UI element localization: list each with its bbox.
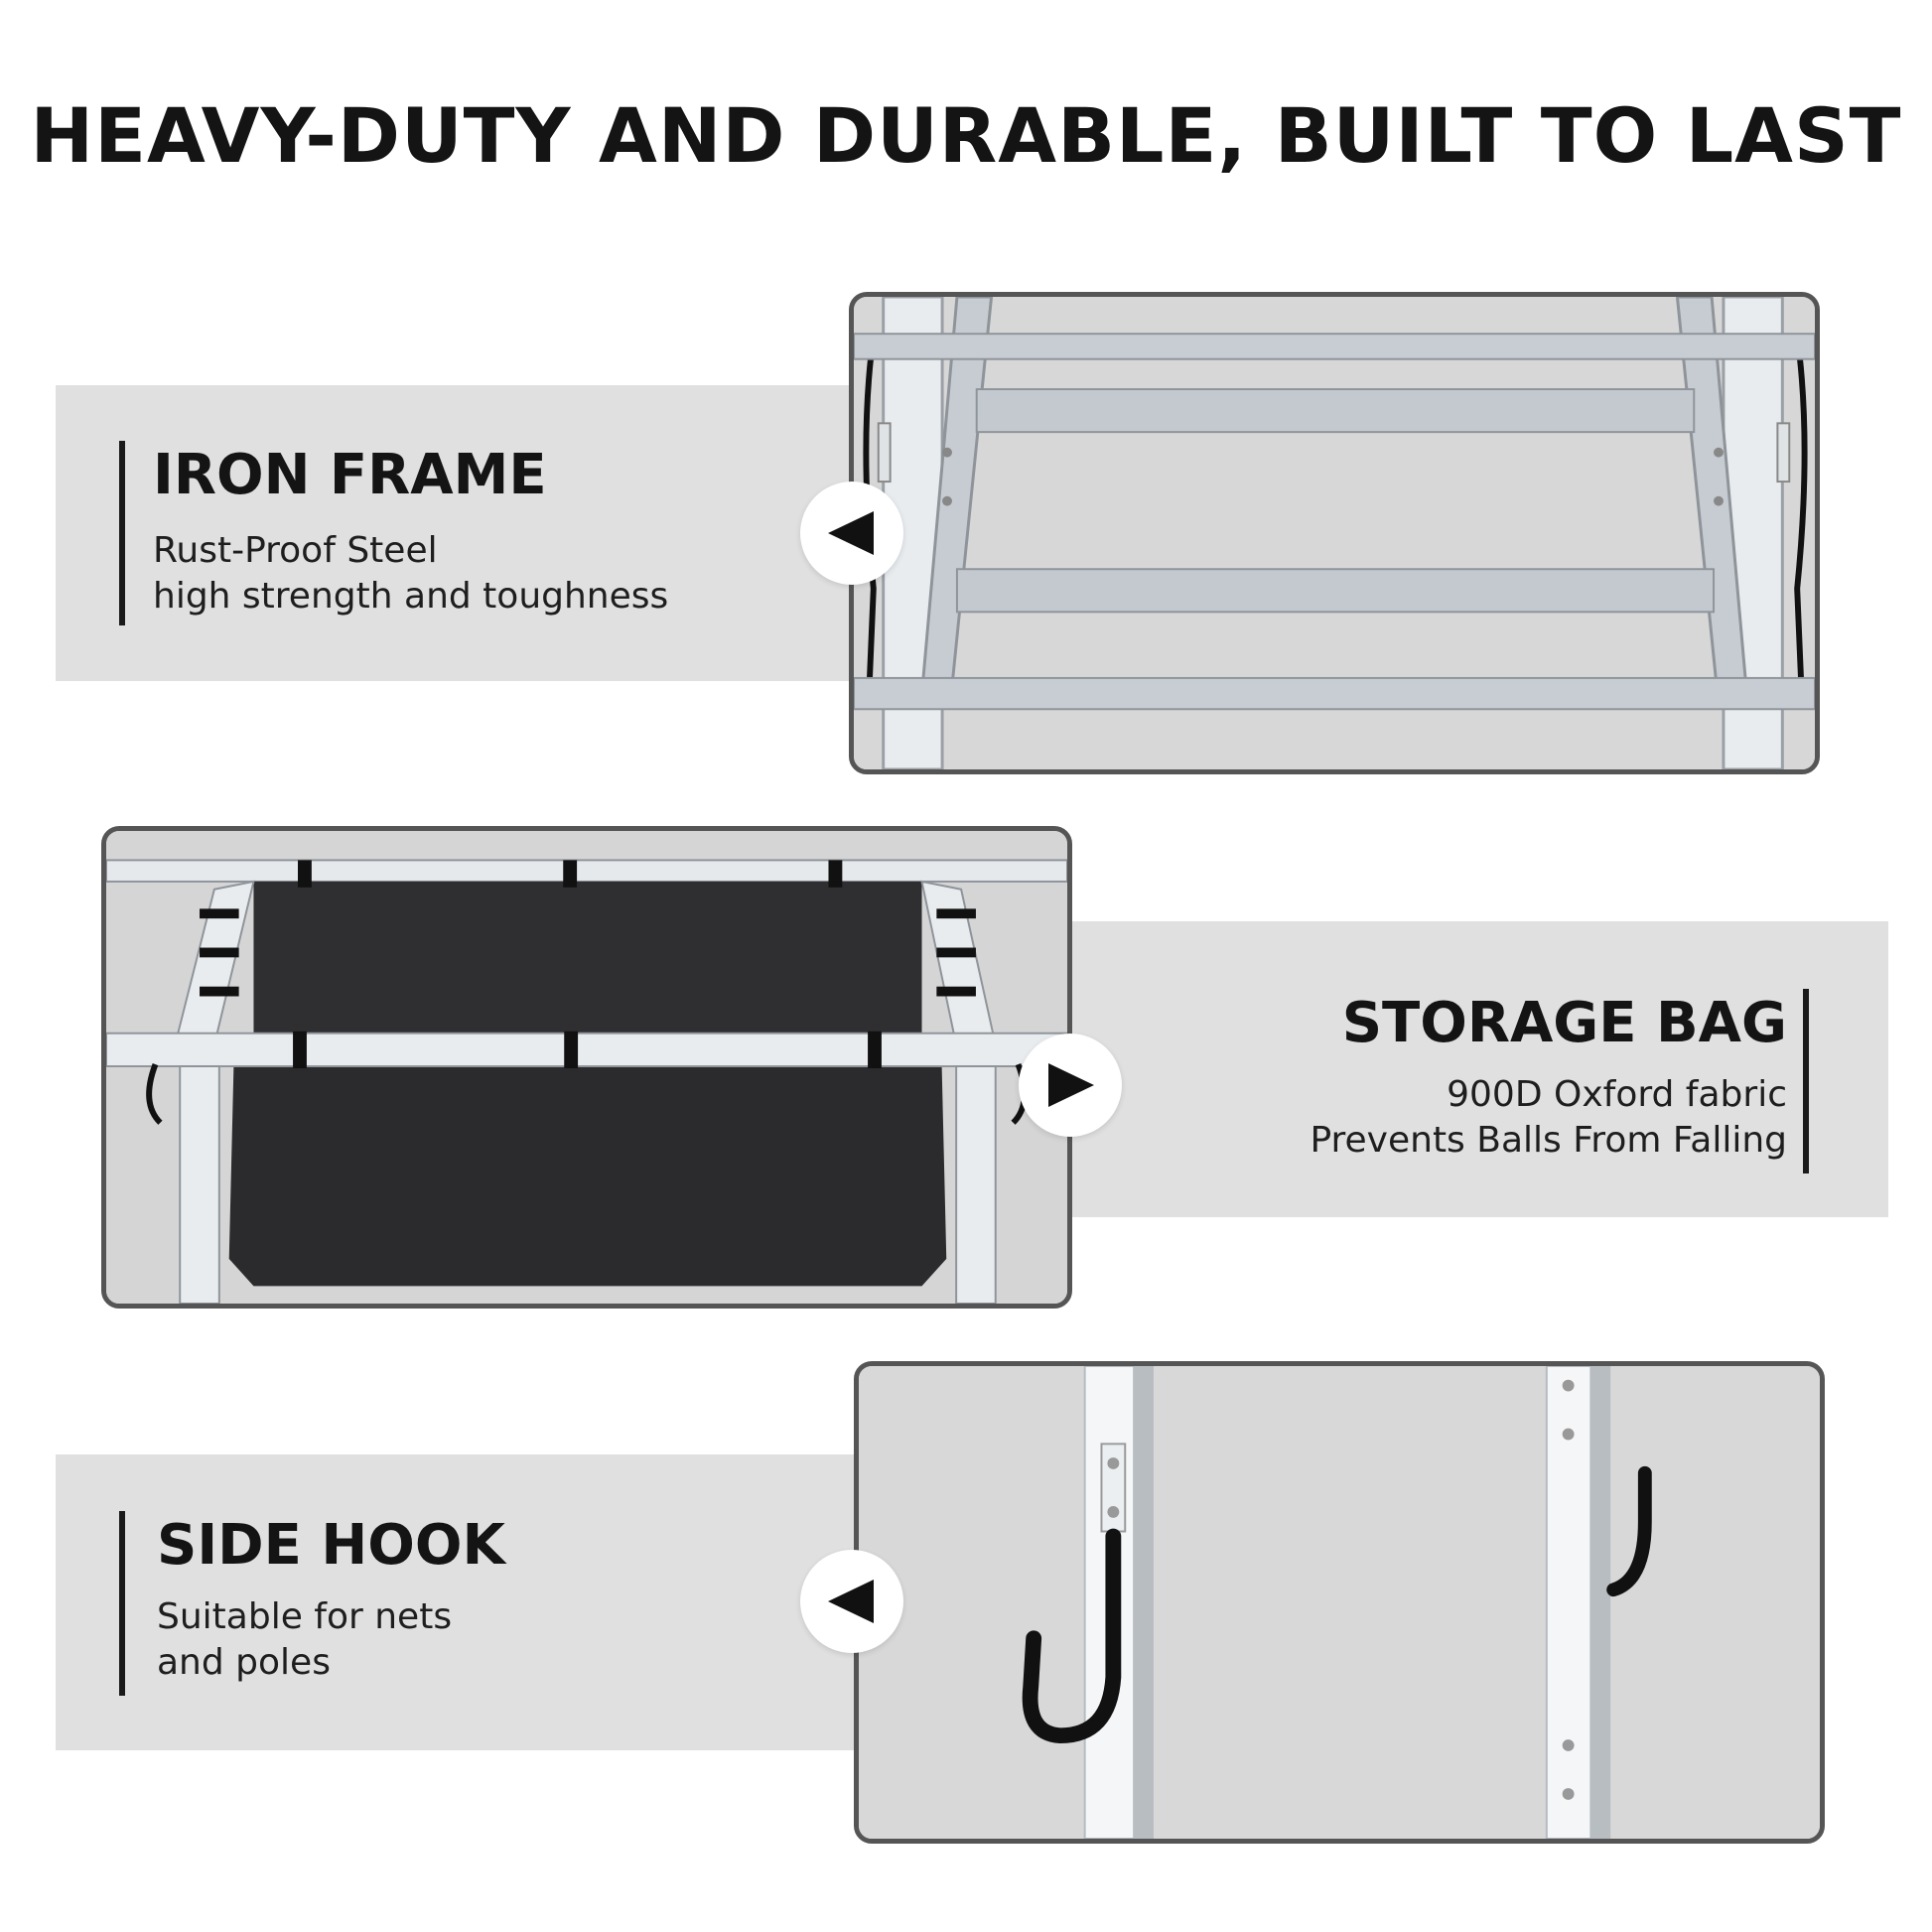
storage-bag-desc-1: 900D Oxford fabric [1447,1074,1787,1115]
side-hook-arrow [800,1550,903,1653]
iron-frame-accent-bar [119,441,125,625]
iron-frame-photo [849,292,1820,774]
storage-bag-accent-bar [1803,989,1809,1173]
side-hook-photo [854,1361,1825,1844]
storage-bag-band [1023,921,1888,1217]
left-arrow-icon [828,1580,874,1623]
storage-bag-title: STORAGE BAG [1341,991,1787,1055]
side-hook-accent-bar [119,1511,125,1696]
right-arrow-icon [1048,1063,1094,1107]
page-headline: HEAVY-DUTY AND DURABLE, BUILT TO LAST [30,91,1902,180]
side-hook-desc-2: and poles [157,1642,331,1683]
storage-bag-photo [101,826,1072,1309]
left-arrow-icon [828,511,874,555]
iron-frame-illustration [854,297,1815,769]
side-hook-text: SIDE HOOK Suitable for nets and poles [119,1511,505,1696]
iron-frame-text: IRON FRAME Rust-Proof Steel high strengt… [119,441,668,625]
storage-bag-desc-2: Prevents Balls From Falling [1310,1120,1787,1161]
side-hook-desc-1: Suitable for nets [157,1596,453,1637]
storage-bag-illustration [106,831,1067,1304]
storage-bag-text: STORAGE BAG 900D Oxford fabric Prevents … [1310,989,1809,1173]
side-hook-illustration [859,1366,1820,1839]
side-hook-band [56,1454,909,1750]
storage-bag-arrow [1019,1034,1122,1137]
iron-frame-desc-1: Rust-Proof Steel [153,530,438,571]
iron-frame-title: IRON FRAME [153,443,547,507]
iron-frame-band [56,385,909,681]
side-hook-title: SIDE HOOK [157,1513,505,1578]
iron-frame-desc-2: high strength and toughness [153,576,669,617]
iron-frame-arrow [800,482,903,585]
